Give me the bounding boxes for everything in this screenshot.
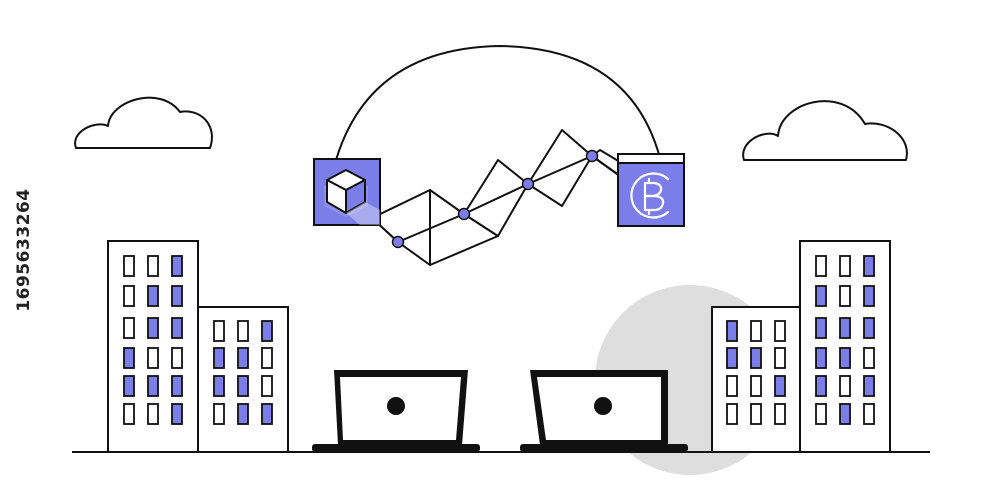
bitcoin-icon: [630, 172, 670, 219]
stock-id-label: 1695633264: [14, 188, 34, 312]
bitcoin-box: [617, 153, 685, 227]
cloud-left: [74, 96, 213, 149]
building-left-short: [197, 306, 289, 453]
cube-icon: [326, 169, 366, 214]
building-right-short: [711, 306, 801, 453]
camera-dot-left: [387, 397, 405, 415]
laptop-right: [520, 370, 688, 452]
trend-points: [391, 149, 599, 249]
building-right-tall: [799, 240, 891, 453]
connection-arc: [335, 44, 661, 161]
cube-box: [313, 158, 381, 226]
cloud-right: [742, 100, 908, 161]
laptop-left: [312, 370, 480, 452]
trend-ribbon: [371, 129, 621, 266]
camera-dot-right: [594, 397, 612, 415]
building-left-tall: [107, 240, 199, 453]
